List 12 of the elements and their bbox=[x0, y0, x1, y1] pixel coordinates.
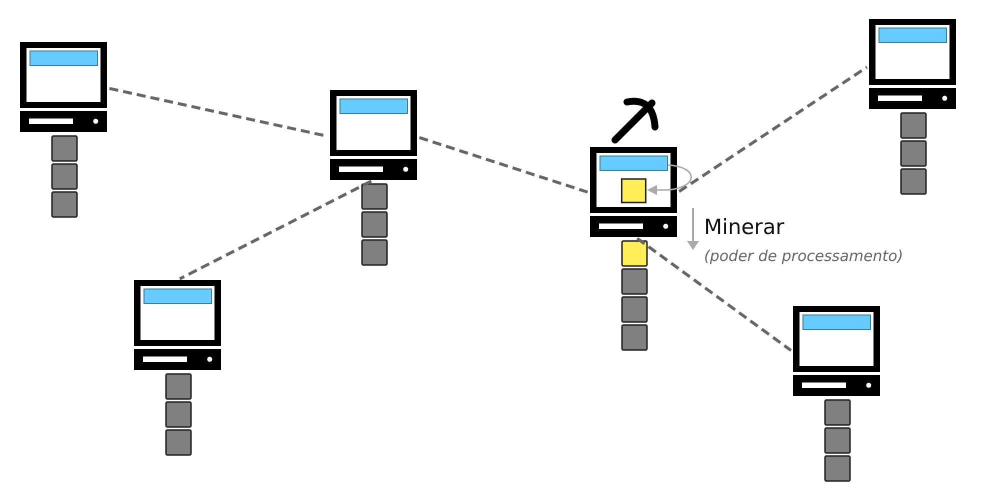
action-note: (poder de processamento) bbox=[704, 249, 904, 264]
dashed-connector bbox=[636, 237, 792, 352]
computer-icon bbox=[793, 306, 880, 396]
computer-icon bbox=[330, 90, 417, 180]
action-label: Minerar bbox=[704, 217, 784, 238]
dashed-connector bbox=[179, 180, 372, 280]
dashed-connector bbox=[678, 66, 868, 193]
computer-icon bbox=[20, 42, 107, 132]
dashed-connector bbox=[418, 136, 588, 194]
computer-icon bbox=[134, 280, 221, 370]
computer-icon bbox=[869, 19, 956, 109]
computer-icon bbox=[590, 147, 677, 237]
